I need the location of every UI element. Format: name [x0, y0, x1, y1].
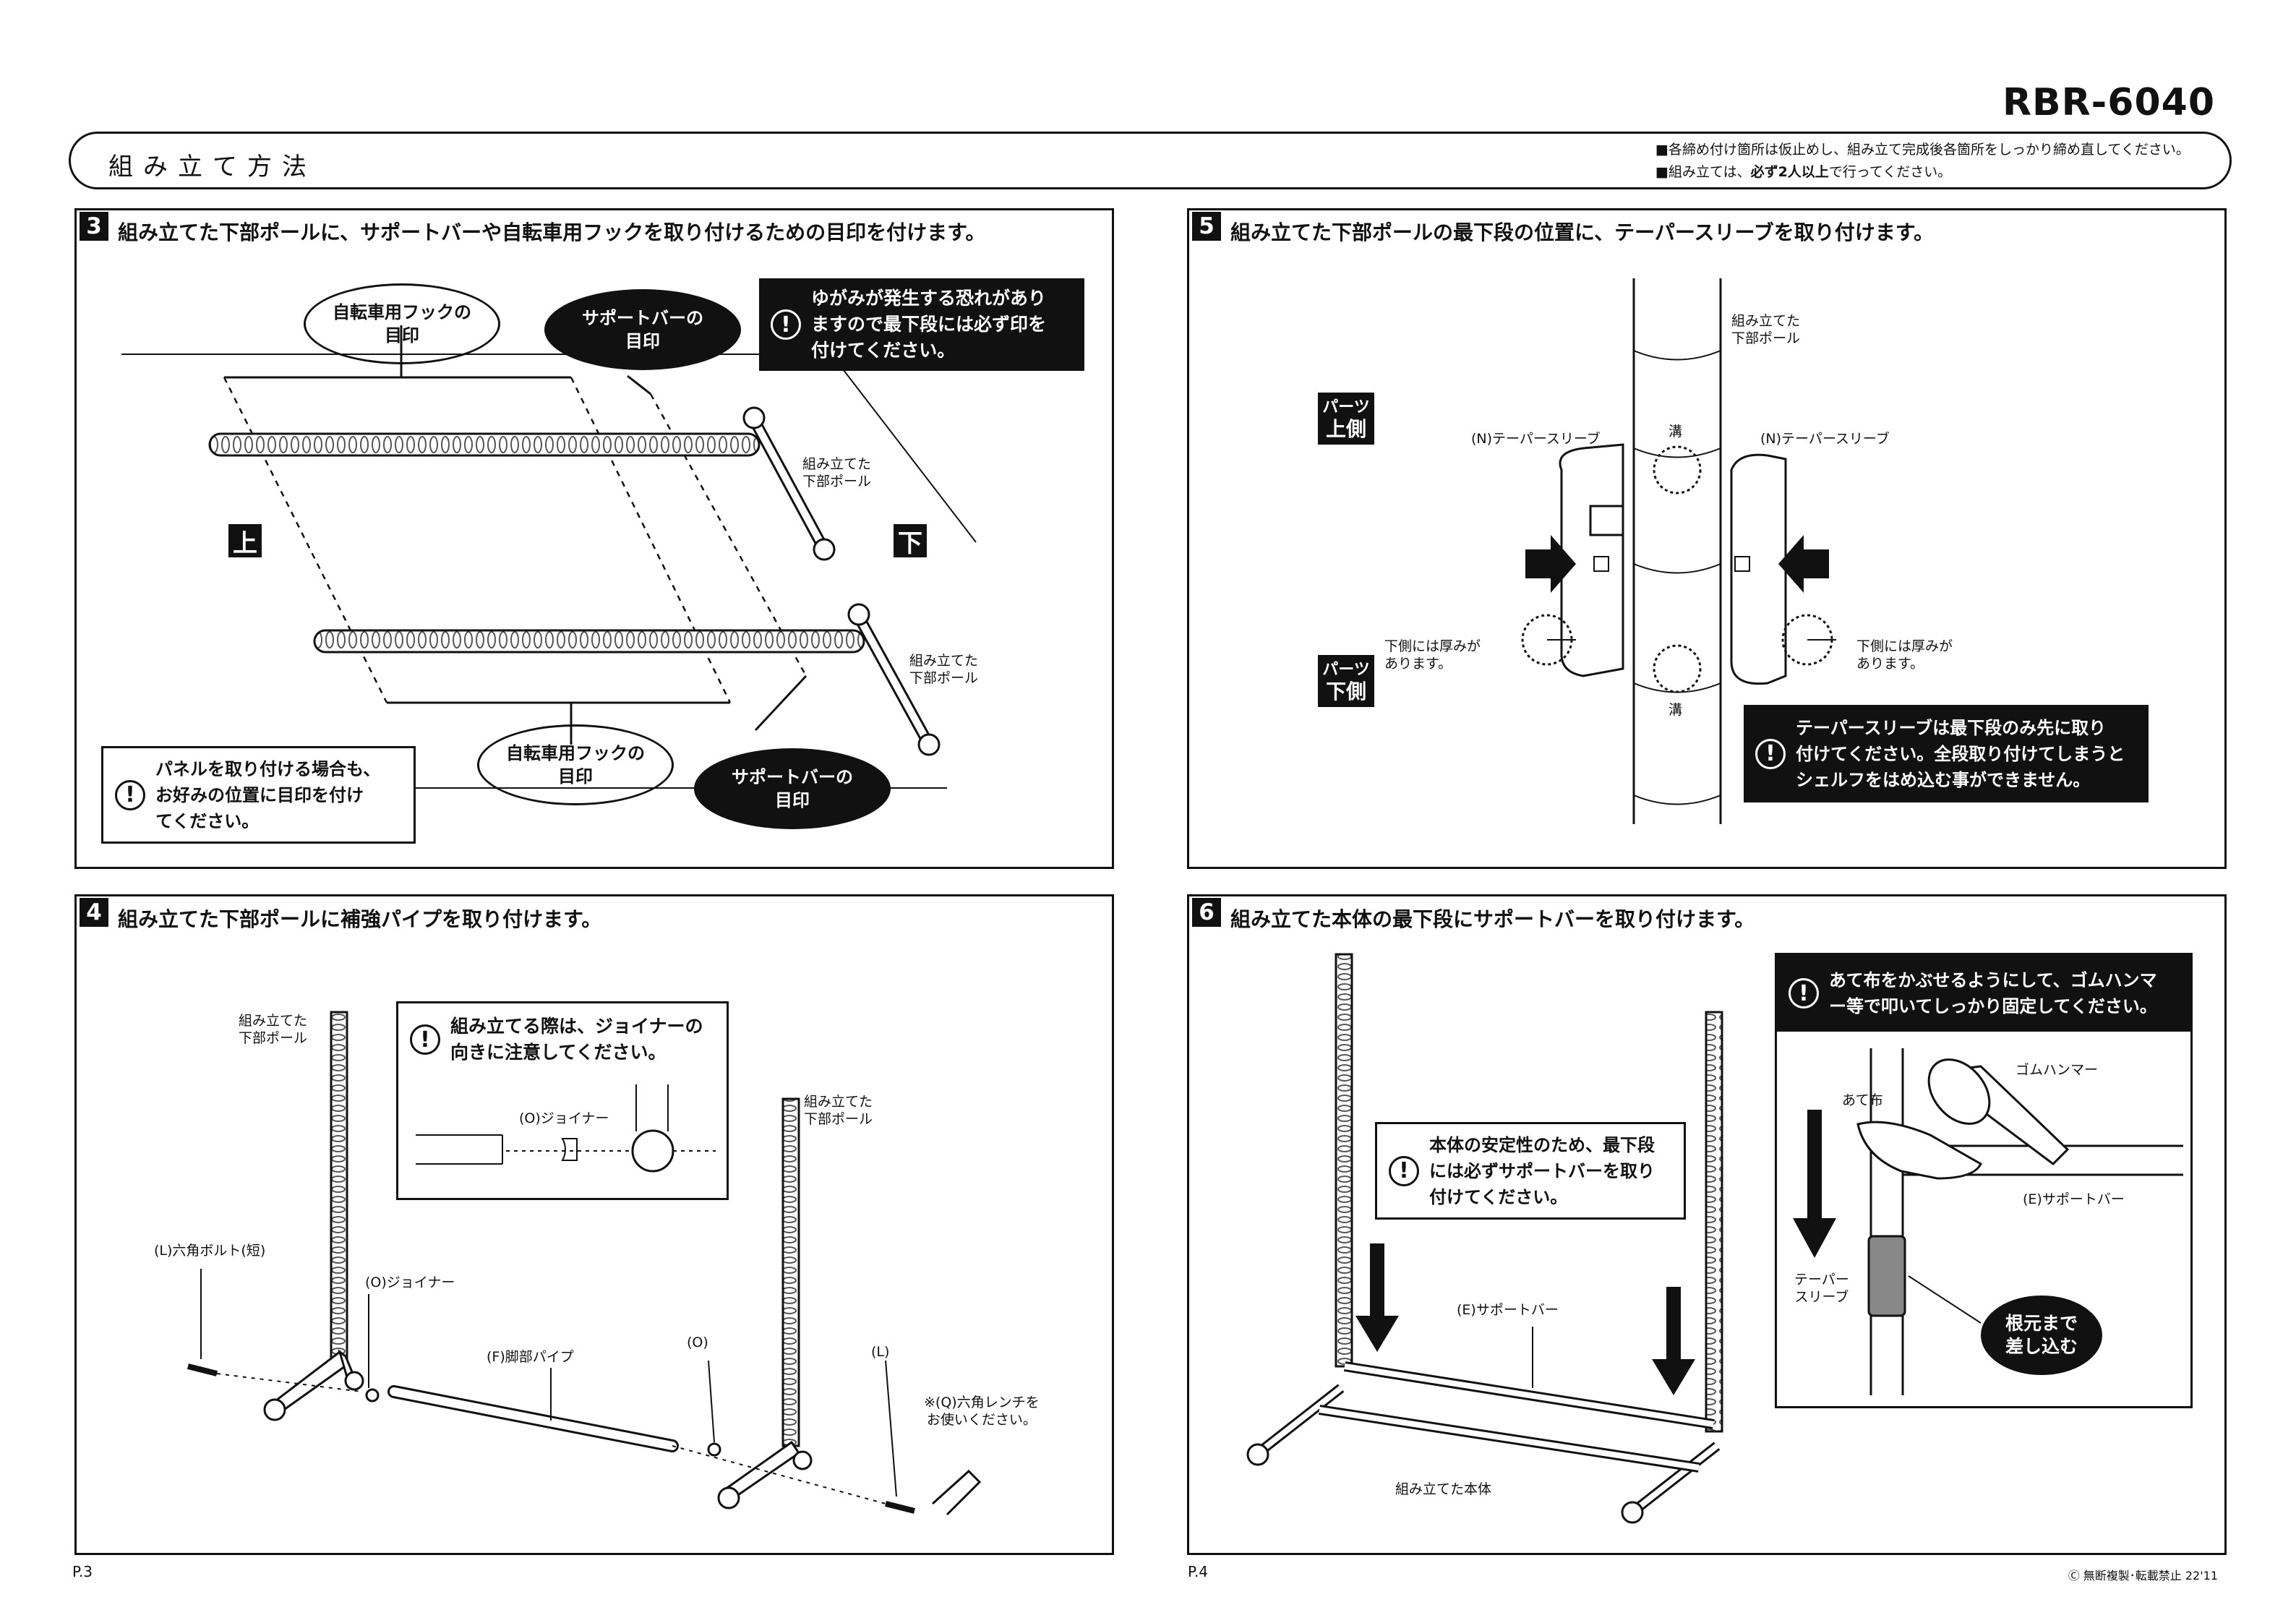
wrench-note: ※(Q)六角レンチを お使いください。	[924, 1395, 1040, 1428]
header-bar	[69, 132, 2232, 189]
bike-hook-mark-lower: 自転車用フックの 目印	[477, 724, 674, 805]
step5-drawing	[1521, 278, 1836, 824]
step6-drawing	[1246, 953, 2183, 1524]
note-2: ■組み立ては、必ず2人以上で行ってください。	[1655, 164, 1952, 180]
copyright: Ⓒ 無断複製･転載禁止 22'11	[2068, 1569, 2218, 1583]
joiner-o-label: (O)	[687, 1335, 708, 1350]
step3-title: 組み立てた下部ポールに、サポートバーや自転車用フックを取り付けるための目印を付け…	[118, 220, 986, 244]
taper-sleeve-label: テーパー スリーブ	[1794, 1272, 1849, 1305]
step3-pole-label-lower: 組み立てた 下部ポール	[909, 653, 979, 686]
stability-note: ! 本体の安定性のため、最下段 には必ずサポートバーを取り 付けてください。	[1375, 1122, 1686, 1220]
exclamation-icon: !	[410, 1024, 440, 1055]
step4-title: 組み立てた下部ポールに補強パイプを取り付けます。	[118, 907, 602, 931]
step4-pole-label-left: 組み立てた 下部ポール	[239, 1013, 308, 1046]
step3-drawing	[121, 325, 977, 789]
thickness-note-left: 下側には厚みが あります。	[1384, 638, 1481, 672]
leg-pipe-label: (F)脚部パイプ	[487, 1349, 574, 1365]
step5-pole-label: 組み立てた 下部ポール	[1731, 313, 1801, 346]
step4-drawing	[187, 1011, 982, 1516]
assembled-body-label: 組み立てた本体	[1395, 1481, 1492, 1497]
up-marker: 上	[228, 524, 262, 558]
hammer-label: ゴムハンマー	[2016, 1062, 2099, 1078]
parts-bottom-badge: パーツ下側	[1318, 655, 1374, 707]
bike-hook-mark-upper: 自転車用フックの 目印	[304, 283, 500, 364]
joiner-caution-box: ! 組み立てる際は、ジョイナーの 向きに注意してください。	[396, 1001, 729, 1200]
sleeve-label-left: (N)テーパースリーブ	[1471, 431, 1601, 447]
step6-number: 6	[1192, 898, 1221, 927]
parts-top-badge: パーツ上側	[1318, 393, 1374, 445]
joiner-inset-label: (O)ジョイナー	[519, 1110, 609, 1126]
step5-warning: ! テーパースリーブは最下段のみ先に取り 付けてください。全段取り付けてしまうと…	[1744, 705, 2149, 802]
step5-number: 5	[1192, 212, 1221, 241]
thickness-note-right: 下側には厚みが あります。	[1856, 638, 1953, 672]
header-notes: ■各締め付け箇所は仮止めし、組み立て完成後各箇所をしっかり締め直してください。 …	[1655, 139, 2190, 184]
step6-warning: ! あて布をかぶせるようにして、ゴムハンマ ー等で叩いてしっかり固定してください…	[1777, 955, 2190, 1032]
exclamation-icon: !	[1789, 978, 1819, 1009]
step5-title: 組み立てた下部ポールの最下段の位置に、テーパースリーブを取り付けます。	[1230, 220, 1935, 244]
step3-panel-note: ! パネルを取り付ける場合も、 お好みの位置に目印を付け てください。	[101, 746, 416, 844]
page-title: 組み立て方法	[108, 153, 317, 181]
groove-label-top: 溝	[1669, 424, 1683, 440]
exclamation-icon: !	[1755, 738, 1786, 769]
step4-pole-label-right: 組み立てた 下部ポール	[804, 1094, 873, 1127]
step3-panel	[74, 208, 1114, 869]
step3-pole-label-upper: 組み立てた 下部ポール	[802, 456, 872, 489]
step3-warning: ! ゆがみが発生する恐れがあり ますので最下段には必ず印を 付けてください。	[759, 278, 1084, 371]
cloth-label: あて布	[1842, 1092, 1883, 1108]
step6-panel	[1187, 894, 2227, 1555]
groove-label-bottom: 溝	[1669, 702, 1683, 718]
page-number-3: P.3	[72, 1563, 93, 1580]
bolt-l-label: (L)	[871, 1344, 890, 1360]
model-number: RBR-6040	[2002, 81, 2215, 124]
note-1: ■各締め付け箇所は仮止めし、組み立て完成後各箇所をしっかり締め直してください。	[1655, 142, 2190, 158]
support-bar-inset-label: (E)サポートバー	[2023, 1191, 2125, 1207]
exclamation-icon: !	[771, 309, 801, 340]
page-number-4: P.4	[1188, 1563, 1209, 1580]
push-to-base-label: 根元まで 差し込む	[1981, 1296, 2102, 1375]
step4-number: 4	[80, 898, 108, 927]
joiner-label: (O)ジョイナー	[365, 1275, 455, 1290]
support-bar-mark-lower: サポートバーの 目印	[694, 748, 891, 829]
step3-number: 3	[80, 212, 108, 241]
support-bar-mark-upper: サポートバーの 目印	[544, 289, 741, 370]
sleeve-label-right: (N)テーパースリーブ	[1760, 431, 1890, 447]
exclamation-icon: !	[115, 779, 145, 810]
exclamation-icon: !	[1389, 1155, 1419, 1186]
down-marker: 下	[894, 524, 927, 558]
step5-panel	[1187, 208, 2227, 869]
hammer-inset: ! あて布をかぶせるようにして、ゴムハンマ ー等で叩いてしっかり固定してください…	[1775, 953, 2193, 1408]
step6-title: 組み立てた本体の最下段にサポートバーを取り付けます。	[1230, 907, 1755, 931]
hex-bolt-label: (L)六角ボルト(短)	[154, 1243, 266, 1259]
step4-panel	[74, 894, 1114, 1555]
support-bar-label: (E)サポートバー	[1457, 1302, 1559, 1318]
